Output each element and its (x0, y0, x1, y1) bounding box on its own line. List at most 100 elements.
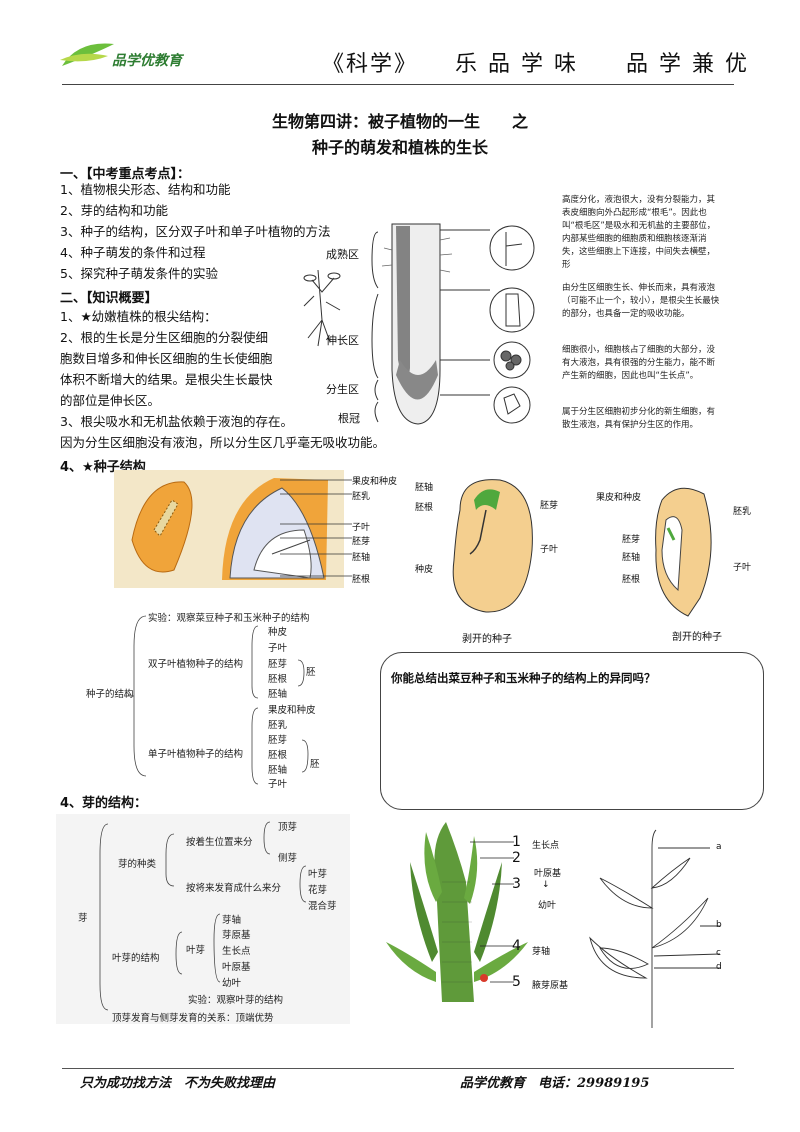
seed-tree-root: 种子的结构 (86, 689, 134, 700)
bud-structure-heading: 4、芽的结构： (60, 796, 148, 811)
bud-label-leaf-primordium: 叶原基 (534, 869, 562, 879)
seed-tree-dicot: 双子叶植物种子的结构 (148, 659, 244, 670)
bean-label-plumule: 胚芽 (540, 501, 559, 511)
bean-seed-diagram (440, 470, 540, 620)
footer-divider (62, 1068, 734, 1069)
bud-label-bud-axis: 芽轴 (532, 947, 551, 957)
bud-label-growth-point: 生长点 (532, 841, 560, 851)
stem-letter-a: a (716, 842, 722, 852)
bud-diagram (386, 822, 528, 1002)
key-point-4: 4、种子萌发的条件和过程 (60, 245, 206, 260)
bud-tree-leaf-bud-label: 叶芽 (186, 945, 206, 956)
key-point-1: 1、植物根尖形态、结构和功能 (60, 182, 231, 197)
seed-tree-brackets (124, 615, 309, 785)
seed-tree-dicot-part-3: 胚根 (268, 674, 288, 685)
stem-letter-b: b (716, 920, 722, 930)
bud-tree-part-3: 叶原基 (222, 962, 251, 973)
root-growth-line4: 的部位是伸长区。 (60, 393, 161, 408)
bud-label-axillary-primordium: 腋芽原基 (532, 981, 569, 991)
corn-label-plumule: 胚芽 (352, 537, 371, 547)
corn-label-radicle: 胚根 (352, 575, 371, 585)
corn-cut-diagram (648, 480, 718, 620)
bud-tree-root: 芽 (78, 913, 88, 924)
corncut-label-endosperm: 胚乳 (733, 507, 752, 517)
seed-tree-dicot-part-1: 子叶 (268, 643, 288, 654)
header-divider (62, 84, 734, 85)
question-text: 你能总结出菜豆种子和玉米种子的结构上的异同吗？ (391, 671, 656, 685)
corncut-label-radicle: 胚根 (622, 575, 641, 585)
note-elongation-zone: 由分生区细胞生长、伸长而来，具有液泡（可能不止一个，较小），是根尖生长最快的部分… (562, 283, 720, 319)
bud-tree-leaf-bud: 叶芽 (308, 869, 328, 880)
corn-cut-illustration (655, 487, 712, 617)
seed-tree-monocot-part-2: 胚芽 (268, 735, 288, 746)
seed-tree-monocot-part-0: 果皮和种皮 (268, 705, 316, 716)
bud-tree-brackets (99, 821, 307, 1011)
seed-tree-dicot-part-4: 胚轴 (268, 689, 288, 700)
seed-tree-dicot-part-0: 种皮 (268, 627, 288, 638)
bud-tree (56, 814, 350, 1024)
bean-seed-illustration (452, 479, 533, 613)
bud-tree-relation: 顶芽发育与侧芽发育的关系：顶端优势 (112, 1013, 274, 1024)
footer-motto: 只为成功找方法 不为失败找理由 (80, 1076, 276, 1091)
logo-leaf-icon (60, 43, 114, 66)
corncut-label-cotyledon: 子叶 (733, 563, 752, 573)
zone-label-maturation: 成熟区 (326, 248, 359, 261)
stem-letter-c: c (716, 948, 721, 958)
question-box: 你能总结出菜豆种子和玉米种子的结构上的异同吗？ (380, 652, 764, 810)
note-meristem-zone: 细胞很小，细胞核占了细胞的大部分，没有大液泡，具有很强的分生能力，能不断产生新的… (562, 345, 716, 381)
stem-diagram (560, 828, 760, 1028)
seed-tree-dicot-embryo: 胚 (306, 667, 316, 678)
water-absorb-line2: 因为分生区细胞没有液泡，所以分生区几乎毫无吸收功能。 (60, 435, 386, 450)
bean-label-radicle: 胚根 (415, 503, 434, 513)
seed-tree-monocot-embryo: 胚 (310, 759, 320, 770)
bud-number-leaders (470, 841, 514, 983)
corncut-label-plumule: 胚芽 (622, 535, 641, 545)
bud-number-5: 5 (512, 974, 521, 990)
header-slogan: 《科学》 乐 品 学 味 品 学 兼 优 (322, 52, 749, 77)
bud-tree-mixed-bud: 混合芽 (308, 901, 337, 912)
section1-heading: 一、【中考重点考点】： (60, 167, 191, 182)
corn-label-pericarp: 果皮和种皮 (352, 477, 398, 487)
corn-label-cotyledon: 子叶 (352, 523, 371, 533)
corn-label-hypocotyl: 胚轴 (352, 553, 371, 563)
bean-label-hypocotyl: 胚轴 (415, 483, 434, 493)
corn-label-endosperm: 胚乳 (352, 492, 371, 502)
root-tip-illustration (303, 223, 535, 425)
bean-label-seed-coat: 种皮 (415, 565, 434, 575)
bud-tree-types: 芽的种类 (118, 859, 157, 870)
bud-tree-lateral-bud: 侧芽 (278, 853, 298, 864)
key-point-2: 2、芽的结构和功能 (60, 203, 168, 218)
corncut-caption: 剖开的种子 (672, 632, 722, 643)
logo-text: 品学优教育 (112, 53, 182, 69)
key-point-5: 5、探究种子萌发条件的实验 (60, 266, 218, 281)
seed-tree-monocot-part-4: 胚轴 (268, 765, 288, 776)
seed-tree-monocot-part-3: 胚根 (268, 750, 288, 761)
seed-tree-experiment: 实验：观察菜豆种子和玉米种子的结构 (148, 613, 310, 624)
seed-tree-monocot: 单子叶植物种子的结构 (148, 749, 244, 760)
bud-tree-part-1: 芽原基 (222, 930, 251, 941)
page-subtitle: 种子的萌发和植株的生长 (311, 138, 488, 157)
bud-longitudinal-illustration (386, 822, 528, 1002)
seed-tree-dicot-part-2: 胚芽 (268, 659, 288, 670)
bean-caption: 剥开的种子 (462, 634, 512, 645)
logo (58, 36, 118, 72)
bud-label-young-leaf: 幼叶 (538, 901, 557, 911)
bud-number-4: 4 (512, 938, 521, 954)
zone-label-elongation: 伸长区 (326, 334, 359, 347)
stem-illustration (589, 829, 721, 1028)
root-growth-line1: 2、根的生长是分生区细胞的分裂使细 (60, 330, 268, 345)
bud-tree-terminal-bud: 顶芽 (278, 822, 298, 833)
bud-tree-leaf-bud-structure: 叶芽的结构 (112, 953, 160, 964)
root-growth-line2: 胞数目增多和伸长区细胞的生长使细胞 (60, 351, 273, 366)
section2-heading: 二、【知识概要】 (60, 291, 158, 306)
bud-tree-flower-bud: 花芽 (308, 885, 328, 896)
bud-tree-part-2: 生长点 (222, 946, 251, 957)
footer-contact: 品学优教育 电话：29989195 (460, 1076, 650, 1091)
bud-down-arrow-icon: ↓ (542, 880, 550, 890)
bud-tree-experiment: 实验：观察叶芽的结构 (188, 995, 284, 1006)
bud-number-1: 1 (512, 834, 521, 850)
corn-leader-lines (280, 479, 352, 577)
bud-tree-by-position: 按着生位置来分 (186, 837, 253, 848)
corncut-label-pericarp: 果皮和种皮 (596, 493, 642, 503)
note-root-cap: 属于分生区细胞初步分化的新生细胞，有散生液泡，具有保护分生区的作用。 (562, 407, 716, 430)
